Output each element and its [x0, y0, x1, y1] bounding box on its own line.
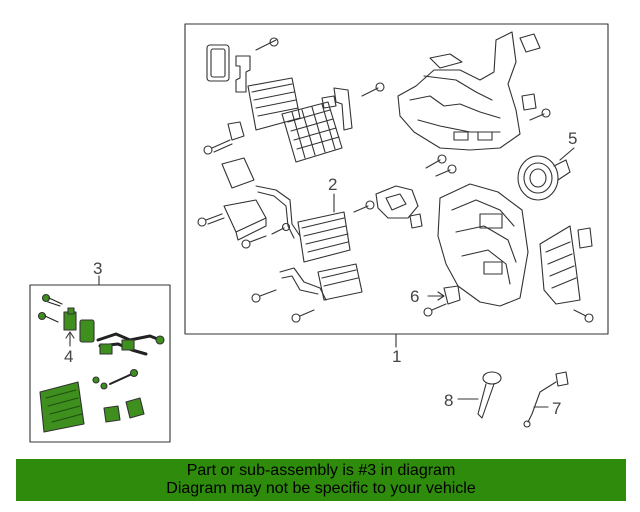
sub-clip-a — [103, 405, 121, 423]
screw-right-top — [529, 108, 551, 121]
sensor-7 — [523, 371, 569, 428]
blower-motor — [517, 155, 571, 201]
sub-assembly-parts — [37, 293, 165, 433]
sensor-8 — [477, 371, 502, 419]
callout-6: 6 — [410, 287, 419, 306]
screw-top-left — [255, 37, 279, 51]
callout-2: 2 — [328, 175, 337, 194]
callout-8: 8 — [444, 391, 453, 410]
bolt-lower-center — [291, 309, 315, 323]
pipe-bracket — [333, 87, 353, 131]
small-actuator-6 — [443, 285, 461, 305]
expansion-valve — [63, 307, 77, 331]
clip-small — [321, 95, 337, 109]
screw-left-pipe — [271, 222, 291, 235]
callout-1: 1 — [392, 347, 401, 366]
callout-7: 7 — [552, 399, 561, 418]
callout-5: 5 — [568, 129, 577, 148]
banner-line-2: Diagram may not be specific to your vehi… — [166, 480, 476, 497]
air-filter-flat — [247, 77, 301, 131]
screw-center-mid2 — [435, 164, 457, 177]
screw-center-lower — [353, 200, 375, 213]
bolt-sub-top — [41, 293, 63, 307]
leader-arrow-4 — [65, 331, 75, 339]
bolt-lower-left — [251, 289, 277, 303]
leader-arrow-6 — [437, 291, 445, 301]
sub-gasket — [79, 319, 95, 343]
bolt-left-upper — [203, 139, 233, 155]
clip-right-top — [519, 33, 541, 53]
screw-right-lower — [573, 309, 594, 323]
mount-bracket — [235, 55, 251, 93]
callout-4: 4 — [64, 347, 73, 366]
sub-assembly-frame — [29, 284, 171, 443]
side-duct-panel — [539, 225, 581, 305]
sub-clip-b — [125, 397, 145, 419]
bracket-small — [227, 121, 245, 141]
leader-line-5 — [559, 147, 575, 161]
screw-center-top — [361, 82, 385, 97]
callout-3: 3 — [93, 259, 102, 278]
sub-washer-a — [92, 376, 100, 384]
bolt-sub-mid — [37, 311, 59, 323]
sub-bracket — [99, 343, 113, 355]
sub-washer-b — [100, 382, 108, 390]
heater-core-small — [317, 263, 363, 301]
banner-line-1: Part or sub-assembly is #3 in diagram — [186, 462, 456, 479]
screw-center-mid — [425, 154, 447, 169]
lower-case-housing — [437, 183, 529, 307]
pipe-lower — [279, 267, 327, 301]
main-assembly-frame — [184, 23, 609, 335]
heater-core — [297, 211, 351, 263]
foam-block — [221, 157, 255, 189]
air-filter-grid — [281, 101, 343, 163]
actuator-center — [375, 185, 419, 219]
bolt-lower-mid — [423, 303, 447, 317]
mount-block-left — [223, 199, 267, 241]
bolt-left-lower — [241, 235, 267, 249]
clip-actuator — [409, 213, 423, 229]
clip-right-panel — [577, 227, 593, 249]
seal-gasket — [206, 44, 230, 82]
sub-screw — [109, 368, 139, 385]
evaporator-core — [39, 381, 85, 433]
bolt-left-mid — [197, 213, 225, 227]
upper-duct-housing — [397, 31, 521, 151]
info-banner: Part or sub-assembly is #3 in diagram Di… — [16, 459, 626, 501]
clip-right-mid — [521, 93, 537, 111]
heater-pipe — [255, 185, 301, 239]
